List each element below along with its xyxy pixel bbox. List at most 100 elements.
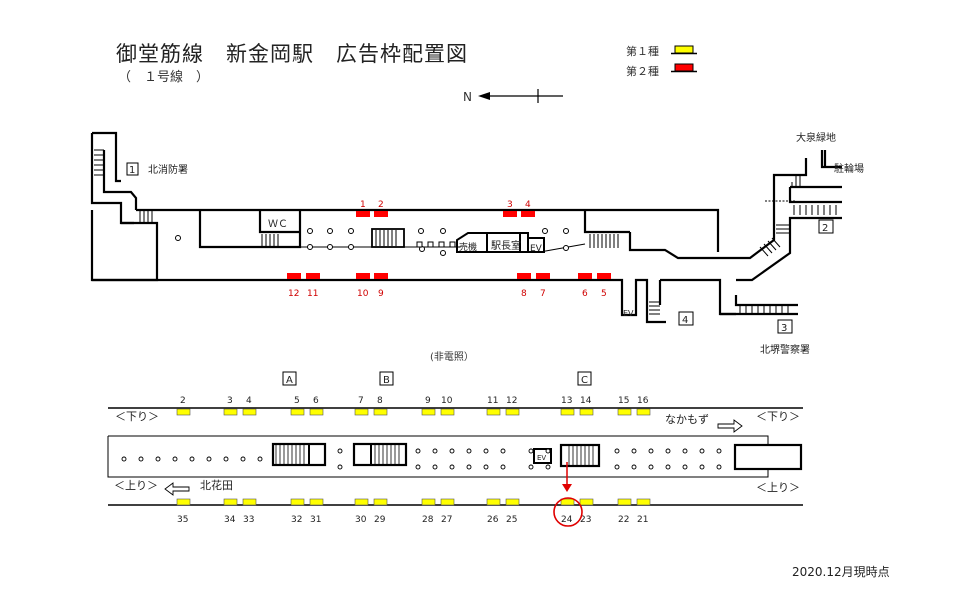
ad-frame-type1[interactable]: 9 bbox=[421, 396, 436, 416]
exit-2: 2 bbox=[818, 219, 834, 234]
ad-number: 32 bbox=[291, 515, 302, 525]
ad-frame-type1[interactable]: 10 bbox=[440, 396, 455, 416]
stair-label-c: C bbox=[577, 371, 592, 386]
stair-label-b: B bbox=[379, 371, 394, 386]
north-arrow: N bbox=[463, 89, 563, 104]
as-of-date: 2020.12月現時点 bbox=[792, 565, 890, 579]
ad-number: 10 bbox=[357, 289, 369, 299]
elevator-label: EV bbox=[530, 244, 543, 254]
left-arrow-icon bbox=[164, 482, 190, 496]
ad-number: 2 bbox=[378, 200, 384, 210]
ad-frame-type1[interactable]: 30 bbox=[354, 498, 369, 525]
ad-number: 34 bbox=[224, 515, 236, 525]
ad-frame-type1[interactable]: 32 bbox=[290, 498, 305, 525]
ad-frame-type1[interactable]: 34 bbox=[223, 498, 238, 525]
ad-number: 29 bbox=[374, 515, 386, 525]
ad-frame-type1[interactable]: 35 bbox=[176, 498, 191, 525]
ad-number: 16 bbox=[637, 396, 649, 406]
svg-text:1: 1 bbox=[129, 165, 135, 176]
ad-frame-type1[interactable]: 14 bbox=[579, 396, 594, 416]
platform-body bbox=[107, 435, 803, 478]
svg-text:B: B bbox=[383, 375, 390, 386]
ad-number: 5 bbox=[601, 289, 607, 299]
ad-frame-type1[interactable]: 33 bbox=[242, 498, 257, 525]
ad-frame-type1[interactable]: 3 bbox=[223, 396, 238, 416]
ad-frame-type2[interactable]: 5 bbox=[597, 273, 611, 299]
ad-frame-type2[interactable]: 3 bbox=[503, 200, 517, 217]
ad-number: 9 bbox=[425, 396, 431, 406]
ad-frame-type2[interactable]: 12 bbox=[287, 273, 301, 299]
up-label-right: ＜上り＞ bbox=[756, 481, 800, 494]
stair-label-a: A bbox=[282, 371, 297, 386]
non-illuminated-note: (非電照） bbox=[430, 351, 474, 363]
ad-frame-type2[interactable]: 10 bbox=[356, 273, 370, 299]
ad-frame-type2[interactable]: 4 bbox=[521, 200, 535, 217]
ad-frame-type1[interactable]: 5 bbox=[290, 396, 305, 416]
ad-frame-type1[interactable]: 15 bbox=[617, 396, 632, 416]
ad-number: 1 bbox=[360, 200, 366, 210]
ad-number: 27 bbox=[441, 515, 452, 525]
ad-number: 5 bbox=[294, 396, 300, 406]
ad-number: 30 bbox=[355, 515, 367, 525]
legend-label-type1: 第１種 bbox=[626, 45, 659, 58]
ad-number: 7 bbox=[540, 289, 546, 299]
platform-stair-hatch bbox=[275, 445, 594, 465]
ad-number: 8 bbox=[377, 396, 383, 406]
ad-frame-type1[interactable]: 27 bbox=[440, 498, 455, 525]
ticket-machine-label: 売機 bbox=[459, 241, 477, 253]
bike-parking-label: 駐輪場 bbox=[834, 162, 864, 175]
exit-3: 3 北堺警察署 bbox=[760, 319, 810, 356]
ad-number: 14 bbox=[580, 396, 592, 406]
ad-frame-type1[interactable]: 29 bbox=[373, 498, 388, 525]
ad-frame-type1[interactable]: 31 bbox=[309, 498, 324, 525]
up-direction-name: 北花田 bbox=[200, 479, 233, 492]
ad-number: 15 bbox=[618, 396, 629, 406]
ad-number: 21 bbox=[637, 515, 648, 525]
ad-frame-type2[interactable]: 2 bbox=[374, 200, 388, 217]
ad-frame-type1[interactable]: 11 bbox=[486, 396, 501, 416]
line-subtitle: （ １号線 ） bbox=[118, 70, 210, 85]
ad-frame-type1[interactable]: 23 bbox=[579, 498, 594, 525]
ad-frame-type1[interactable]: 16 bbox=[636, 396, 651, 416]
down-direction-name: なかもず bbox=[665, 413, 709, 426]
ad-frame-type1[interactable]: 8 bbox=[373, 396, 388, 416]
ad-frame-type1[interactable]: 22 bbox=[617, 498, 632, 525]
right-arrow-icon bbox=[717, 419, 743, 433]
ad-frame-type1[interactable]: 26 bbox=[486, 498, 501, 525]
ad-frame-type1[interactable]: 12 bbox=[505, 396, 520, 416]
ad-frame-type1[interactable]: 7 bbox=[354, 396, 369, 416]
platform-elevator-label: EV bbox=[537, 454, 546, 462]
ad-frame-type2[interactable]: 8 bbox=[517, 273, 531, 299]
ad-frame-type1[interactable]: 13 bbox=[560, 396, 575, 416]
down-label-left: ＜下り＞ bbox=[115, 410, 159, 423]
ad-number: 25 bbox=[506, 515, 517, 525]
ad-frame-type1[interactable]: 28 bbox=[421, 498, 436, 525]
ad-frame-type2[interactable]: 1 bbox=[356, 200, 370, 217]
ad-number: 11 bbox=[307, 289, 318, 299]
ad-frame-type1[interactable]: 25 bbox=[505, 498, 520, 525]
ad-frame-type2[interactable]: 11 bbox=[306, 273, 320, 299]
legend-swatch-type1 bbox=[671, 45, 697, 55]
ad-frame-type2[interactable]: 6 bbox=[578, 273, 592, 299]
svg-text:C: C bbox=[581, 375, 588, 386]
ad-number: 2 bbox=[180, 396, 186, 406]
park-label: 大泉緑地 bbox=[796, 131, 836, 144]
ad-frame-type2[interactable]: 9 bbox=[374, 273, 388, 299]
ad-number: 13 bbox=[561, 396, 572, 406]
ad-frame-type1[interactable]: 6 bbox=[309, 396, 324, 416]
ad-number: 31 bbox=[310, 515, 321, 525]
ad-frame-type1[interactable]: 2 bbox=[176, 396, 191, 416]
exit-1: 1 北消防署 bbox=[126, 162, 188, 176]
page-title: 御堂筋線 新金岡駅 広告枠配置図 bbox=[116, 42, 468, 66]
ad-frame-type1[interactable]: 24 bbox=[560, 498, 575, 525]
legend-swatch-type2 bbox=[671, 63, 697, 73]
ad-frame-type1[interactable]: 4 bbox=[242, 396, 257, 416]
ad-frame-type2[interactable]: 7 bbox=[536, 273, 550, 299]
concourse-walls bbox=[90, 131, 842, 324]
ad-number: 6 bbox=[313, 396, 319, 406]
ad-number: 3 bbox=[227, 396, 233, 406]
ad-frame-type1[interactable]: 21 bbox=[636, 498, 651, 525]
svg-text:3: 3 bbox=[781, 323, 787, 334]
